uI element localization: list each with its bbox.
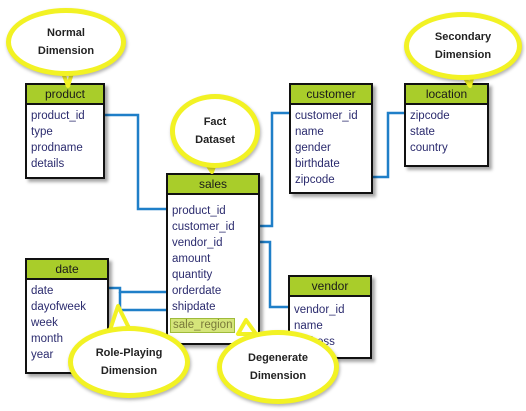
date-field-week: week (31, 317, 58, 329)
customer-field-customer-id: customer_id (295, 110, 358, 122)
sales-field-product-id: product_id (172, 205, 226, 217)
fact-callout-line1: Fact (203, 116, 227, 128)
location-field-state: state (410, 126, 435, 138)
sales-field-orderdate: orderdate (172, 285, 222, 297)
normal-callout-line2: Dimension (37, 45, 95, 57)
customer-sales-link (258, 111, 292, 228)
role-playing-callout-line2: Dimension (100, 365, 158, 377)
date-field-date: date (31, 285, 54, 297)
sales-field-amount: amount (172, 253, 211, 265)
product-field-prodname: prodname (31, 142, 83, 154)
location-table: location zipcode state country (404, 83, 489, 167)
secondary-callout-line2: Dimension (434, 49, 492, 61)
date-field-year: year (31, 349, 54, 361)
vendor-field-vendor-id: vendor_id (294, 304, 345, 316)
date-field-month: month (31, 333, 63, 345)
sales-field-shipdate: shipdate (172, 301, 216, 313)
sales-table-header: sales (168, 175, 258, 195)
vendor-sales-link (258, 240, 291, 309)
product-table: product product_id type prodname details (25, 83, 105, 179)
product-field-details: details (31, 158, 65, 170)
normal-callout-line1: Normal (47, 27, 85, 39)
sales-field-sale-region: sale_region (170, 318, 236, 333)
product-field-product-id: product_id (31, 110, 85, 122)
role-playing-callout-line1: Role-Playing (95, 347, 163, 359)
fact-callout-line2: Dataset (195, 134, 235, 146)
location-field-zipcode: zipcode (410, 110, 450, 122)
vendor-table-header: vendor (290, 277, 370, 297)
product-field-type: type (31, 126, 53, 138)
date-field-dayofweek: dayofweek (31, 301, 86, 313)
customer-table: customer customer_id name gender birthda… (289, 83, 373, 194)
date-orderdate-link (102, 286, 168, 294)
degenerate-callout-line1: Degenerate (248, 352, 308, 364)
secondary-callout-line1: Secondary (434, 31, 492, 43)
degenerate-callout-line2: Dimension (249, 370, 307, 382)
product-table-header: product (27, 85, 103, 105)
location-table-header: location (406, 85, 487, 105)
customer-field-name: name (295, 126, 324, 138)
product-sales-link (102, 113, 168, 211)
customer-field-zipcode: zipcode (295, 174, 335, 186)
customer-field-gender: gender (295, 142, 331, 154)
sales-field-quantity: quantity (172, 269, 213, 281)
sales-field-vendor-id: vendor_id (172, 237, 223, 249)
date-table-header: date (27, 260, 107, 280)
customer-table-header: customer (291, 85, 371, 105)
sales-field-customer-id: customer_id (172, 221, 235, 233)
vendor-field-name: name (294, 320, 323, 332)
customer-field-birthdate: birthdate (295, 158, 340, 170)
location-field-country: country (410, 142, 448, 154)
customer-location-link (368, 111, 408, 179)
sales-table: sales product_id customer_id vendor_id a… (166, 173, 260, 345)
